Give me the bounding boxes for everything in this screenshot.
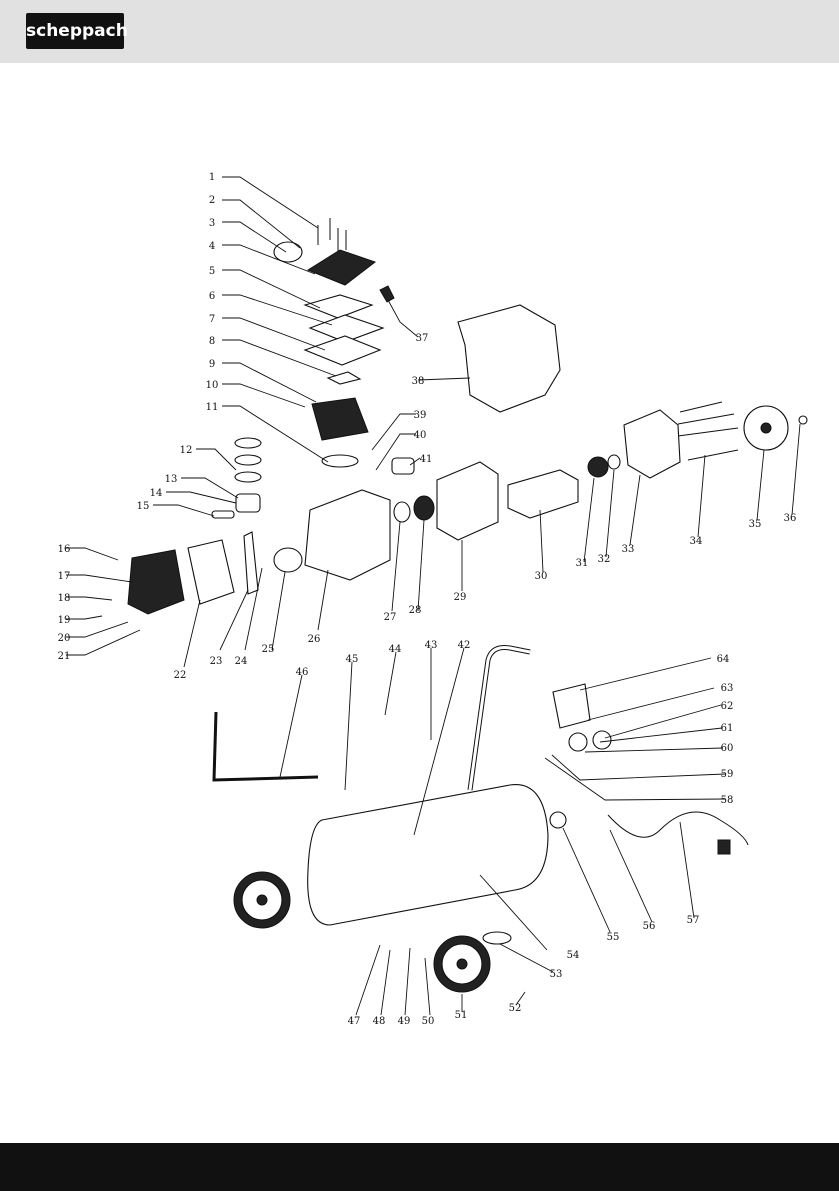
part-number-label: 19 [58, 615, 71, 626]
part-number-label: 45 [346, 654, 359, 665]
part-number-label: 61 [721, 723, 734, 734]
part-number-label: 39 [414, 410, 427, 421]
part-number-label: 5 [209, 266, 215, 277]
part-number-label: 59 [721, 769, 734, 780]
footer-bar [0, 1143, 839, 1191]
part-number-label: 20 [58, 633, 71, 644]
part-number-label: 23 [210, 656, 223, 667]
part-number-label: 3 [209, 218, 215, 229]
part-number-label: 60 [721, 743, 734, 754]
part-number-label: 24 [235, 656, 248, 667]
part-number-label: 1 [209, 172, 215, 183]
part-number-label: 22 [174, 670, 187, 681]
part-number-label: 42 [458, 640, 471, 651]
part-number-label: 48 [373, 1016, 386, 1027]
part-number-label: 28 [409, 605, 422, 616]
header-bar: scheppach [0, 0, 839, 63]
part-number-label: 55 [607, 932, 620, 943]
part-number-label: 31 [576, 558, 589, 569]
part-number-label: 38 [412, 376, 425, 387]
part-number-label: 52 [509, 1003, 522, 1014]
part-number-label: 58 [721, 795, 734, 806]
part-number-label: 47 [348, 1016, 361, 1027]
part-number-label: 33 [622, 544, 635, 555]
part-number-label: 32 [598, 554, 611, 565]
part-number-label: 2 [209, 195, 215, 206]
part-number-label: 44 [389, 644, 402, 655]
part-number-label: 49 [398, 1016, 411, 1027]
part-number-label: 11 [206, 402, 219, 413]
part-number-label: 17 [58, 571, 71, 582]
part-number-label: 30 [535, 571, 548, 582]
brand-logo: scheppach [26, 13, 124, 49]
part-number-label: 62 [721, 701, 734, 712]
part-number-label: 41 [420, 454, 433, 465]
part-number-label: 14 [150, 488, 163, 499]
part-number-label: 43 [425, 640, 438, 651]
part-number-label: 10 [206, 380, 219, 391]
part-number-label: 9 [209, 359, 215, 370]
brand-logo-text: scheppach [26, 13, 124, 49]
part-number-label: 50 [422, 1016, 435, 1027]
part-number-label: 63 [721, 683, 734, 694]
part-number-label: 25 [262, 644, 275, 655]
part-number-label: 12 [180, 445, 193, 456]
part-number-label: 54 [567, 950, 580, 961]
part-number-label: 51 [455, 1010, 468, 1021]
part-number-label: 46 [296, 667, 309, 678]
part-number-label: 27 [384, 612, 397, 623]
part-number-label: 18 [58, 593, 71, 604]
part-number-label: 29 [454, 592, 467, 603]
part-number-label: 8 [209, 336, 215, 347]
part-number-label: 34 [690, 536, 703, 547]
part-number-label: 53 [550, 969, 563, 980]
part-drawings [128, 218, 807, 992]
part-number-label: 7 [209, 314, 215, 325]
part-number-label: 35 [749, 519, 762, 530]
part-number-label: 26 [308, 634, 321, 645]
part-number-label: 6 [209, 291, 215, 302]
part-number-label: 4 [209, 241, 215, 252]
part-number-label: 56 [643, 921, 656, 932]
part-number-label: 40 [414, 430, 427, 441]
part-number-label: 13 [165, 474, 178, 485]
part-number-label: 64 [717, 654, 730, 665]
part-number-label: 57 [687, 915, 700, 926]
part-number-label: 15 [137, 501, 150, 512]
part-number-label: 21 [58, 651, 71, 662]
part-number-label: 37 [416, 333, 429, 344]
diagram-svg: 1234567891011121314151617181920212223242… [0, 63, 839, 1143]
part-number-label: 36 [784, 513, 797, 524]
part-number-label: 16 [58, 544, 71, 555]
